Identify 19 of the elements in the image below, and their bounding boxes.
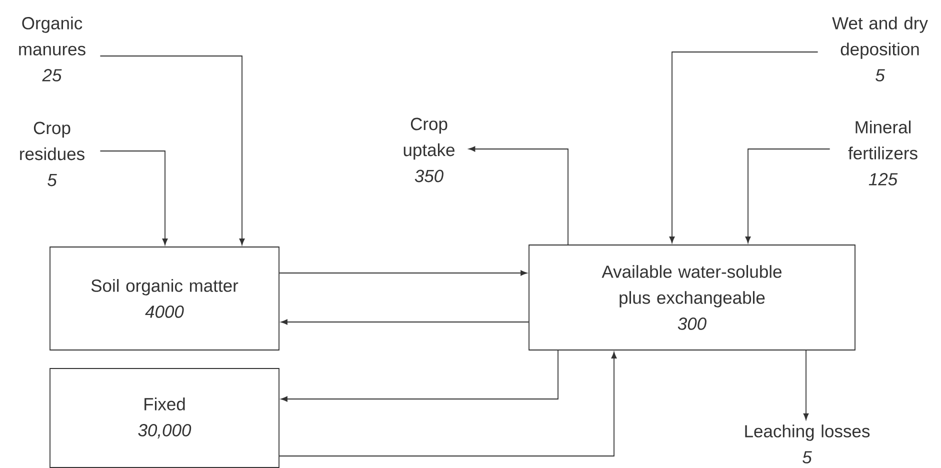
arrow bbox=[100, 56, 245, 246]
flow-label: Leaching losses 5 bbox=[745, 424, 870, 464]
arrow bbox=[279, 270, 528, 276]
arrow bbox=[279, 352, 617, 456]
pool-box: Soil organic matter 4000 bbox=[50, 246, 280, 350]
arrow bbox=[280, 350, 558, 402]
flow-label: Organic manures 25 bbox=[19, 16, 86, 82]
pool-box: Available water-soluble plus exchangeable 300 bbox=[528, 244, 856, 350]
flow-label: Crop uptake 350 bbox=[404, 118, 454, 182]
arrow bbox=[745, 148, 830, 244]
arrow bbox=[100, 150, 168, 246]
arrow bbox=[803, 350, 809, 420]
arrow bbox=[669, 52, 818, 244]
flow-label: Mineral fertilizers 125 bbox=[848, 120, 918, 186]
arrow bbox=[468, 146, 568, 245]
pool-box: Fixed 30,000 bbox=[50, 368, 280, 468]
flow-label: Crop residues 5 bbox=[20, 122, 84, 186]
flow-label: Wet and dry deposition 5 bbox=[832, 16, 928, 82]
arrow bbox=[280, 319, 529, 325]
